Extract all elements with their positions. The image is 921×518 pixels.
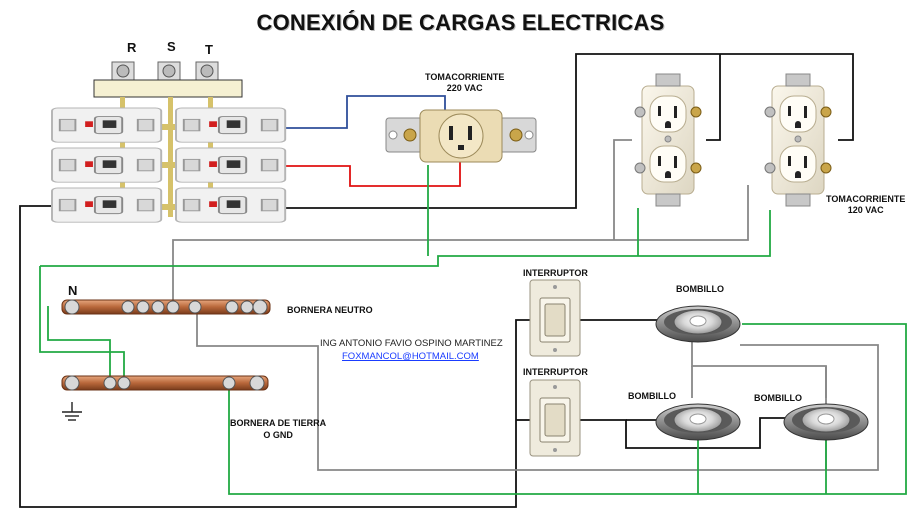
phase-r-label: R bbox=[127, 40, 137, 55]
neutral-bar-label: BORNERA NEUTRO bbox=[287, 305, 373, 315]
wire-phase-t bbox=[286, 53, 854, 209]
outlet-120v-2 bbox=[764, 73, 832, 207]
ground-busbar bbox=[61, 375, 269, 391]
ground-symbol bbox=[62, 402, 82, 421]
bulb-2-label: BOMBILLO bbox=[628, 391, 676, 401]
outlet-120-label: TOMACORRIENTE 120 VAC bbox=[826, 194, 906, 215]
breaker-panel bbox=[51, 61, 287, 224]
wire-ground bbox=[40, 210, 771, 267]
bulb-1 bbox=[655, 305, 741, 343]
wire-neutral bbox=[172, 185, 749, 306]
bulb-1-label: BOMBILLO bbox=[676, 284, 724, 294]
switch-2-label: INTERRUPTOR bbox=[523, 367, 588, 377]
credit-email[interactable]: FOXMANCOL@HOTMAIL.COM bbox=[342, 351, 479, 362]
bulb-2 bbox=[655, 403, 741, 441]
switch-2 bbox=[529, 379, 581, 457]
wire-switch-feed bbox=[19, 205, 530, 508]
neutral-busbar bbox=[61, 299, 271, 315]
bulb-3 bbox=[783, 403, 869, 441]
bulb-3-label: BOMBILLO bbox=[754, 393, 802, 403]
switch-1-label: INTERRUPTOR bbox=[523, 268, 588, 278]
outlet-120v-1 bbox=[634, 73, 702, 207]
neutral-label: N bbox=[68, 283, 78, 298]
phase-s-label: S bbox=[167, 39, 176, 54]
diagram-title: CONEXIÓN DE CARGAS ELECTRICAS bbox=[256, 10, 665, 35]
ground-bar-label: BORNERA DE TIERRA O GND bbox=[230, 418, 327, 440]
wire-phase-s bbox=[286, 152, 461, 187]
outlet-220-label: TOMACORRIENTE 220 VAC bbox=[425, 72, 505, 93]
wire-phase-r bbox=[286, 95, 446, 129]
phase-t-label: T bbox=[205, 42, 213, 57]
credit-author: ING ANTONIO FAVIO OSPINO MARTINEZ bbox=[320, 338, 503, 349]
switch-1 bbox=[529, 279, 581, 357]
outlet-220v bbox=[385, 109, 537, 163]
